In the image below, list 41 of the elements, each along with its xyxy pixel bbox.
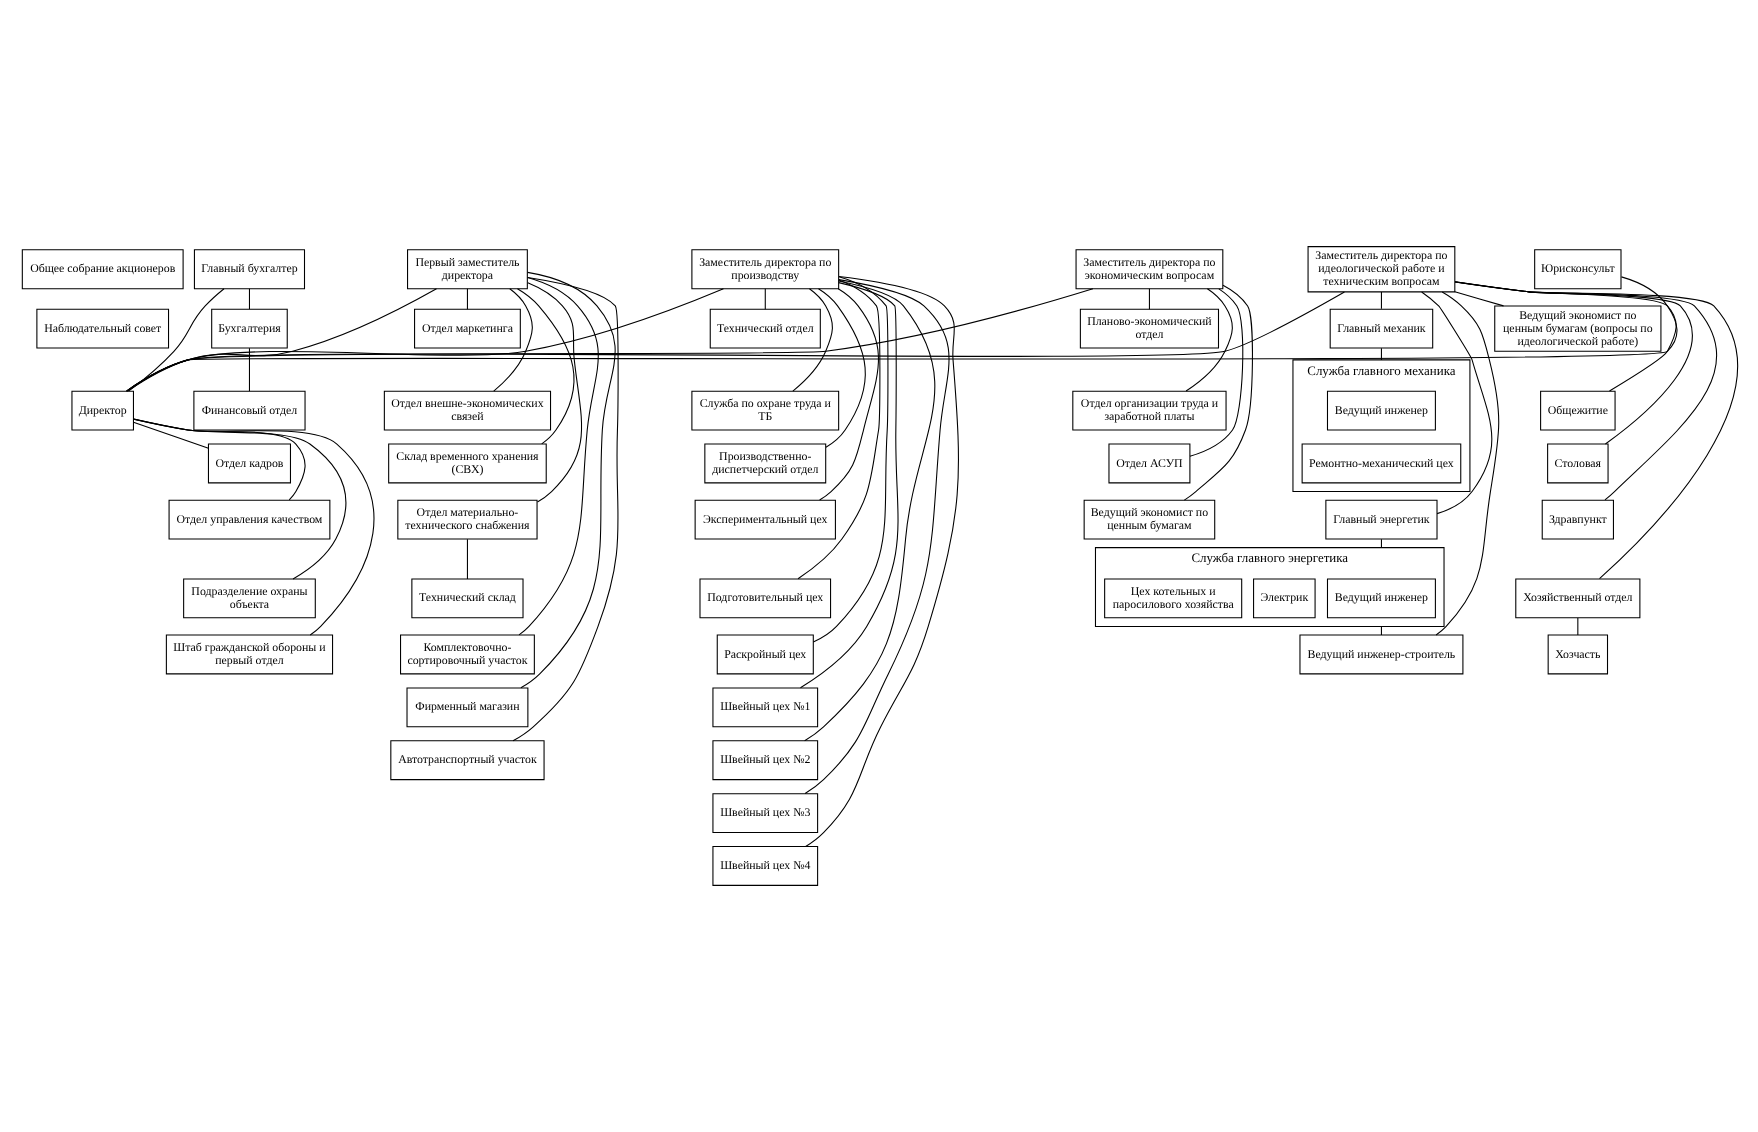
- connector: [131, 421, 208, 449]
- connector: [1453, 281, 1717, 501]
- connector: [811, 276, 888, 643]
- connector: [1379, 538, 1381, 549]
- connector: [1184, 288, 1232, 392]
- connector: [247, 288, 249, 310]
- connector: [125, 288, 437, 392]
- connector: [1576, 617, 1578, 636]
- connector: [1453, 281, 1692, 445]
- connector: [818, 288, 878, 501]
- connector: [519, 271, 615, 689]
- connector: [465, 538, 467, 580]
- connector: [763, 288, 765, 310]
- connector: [517, 277, 598, 636]
- connector: [796, 279, 880, 580]
- connector: [804, 275, 958, 847]
- connector: [1379, 625, 1381, 636]
- connector: [1420, 291, 1492, 515]
- connector: [132, 418, 346, 580]
- connector: [798, 282, 898, 689]
- connector: [803, 280, 935, 742]
- connector: [132, 418, 305, 501]
- connector: [492, 288, 532, 392]
- connector: [465, 288, 467, 310]
- connector: [803, 279, 949, 795]
- connector: [1379, 291, 1381, 310]
- connector: [1188, 288, 1243, 457]
- connector: [127, 288, 224, 392]
- connector: [125, 288, 723, 392]
- connector: [247, 347, 249, 392]
- connector: [125, 276, 1677, 392]
- connector: [1453, 291, 1504, 307]
- connector: [515, 288, 574, 445]
- connector: [526, 282, 582, 503]
- connector: [1453, 281, 1676, 392]
- connector: [816, 288, 865, 448]
- connector: [125, 288, 1093, 392]
- connector: [1147, 288, 1149, 310]
- connector: [791, 288, 832, 392]
- connector: [1379, 347, 1381, 361]
- connector: [1453, 281, 1737, 580]
